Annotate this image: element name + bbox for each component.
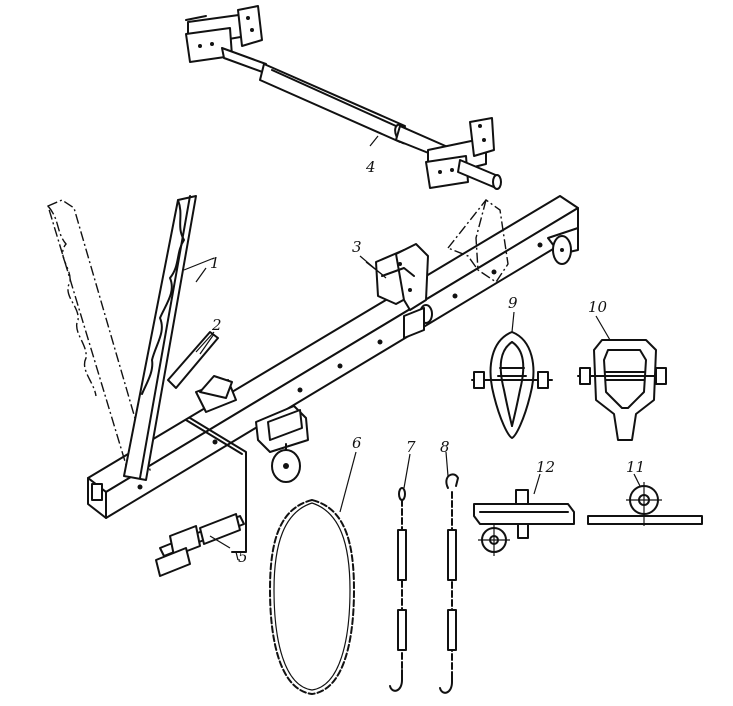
callout-2: 2 xyxy=(211,316,222,334)
callout-11: 11 xyxy=(626,458,645,476)
part-6-chain-loop xyxy=(269,499,355,695)
callout-12: 12 xyxy=(536,458,555,476)
callout-1: 1 xyxy=(210,254,220,272)
part-8-chain-hooks xyxy=(439,473,459,694)
callout-7: 7 xyxy=(406,438,416,456)
callout-9: 9 xyxy=(508,294,518,312)
callout-10: 10 xyxy=(588,298,608,316)
rear-caster xyxy=(255,405,309,483)
part-2-strut xyxy=(167,331,237,413)
part-11-eye-plate xyxy=(587,482,703,526)
part-12-clamp xyxy=(473,489,575,556)
callout-6: 6 xyxy=(352,434,362,452)
part-9-shackle xyxy=(471,331,553,439)
main-beam xyxy=(87,195,579,519)
part-3-bracket xyxy=(365,199,509,339)
part-7-chain-hook xyxy=(389,487,407,692)
part-4-crossbar xyxy=(185,5,502,190)
part-10-yoke xyxy=(577,339,667,441)
callout-5: 5 xyxy=(238,548,248,566)
callout-3: 3 xyxy=(352,238,362,256)
callout-labels: 1 2 3 4 5 6 7 8 9 10 11 12 xyxy=(210,158,645,566)
part-1-lever xyxy=(47,195,215,481)
leader-lines xyxy=(195,255,641,549)
callout-8: 8 xyxy=(440,438,450,456)
callout-4: 4 xyxy=(365,158,376,176)
